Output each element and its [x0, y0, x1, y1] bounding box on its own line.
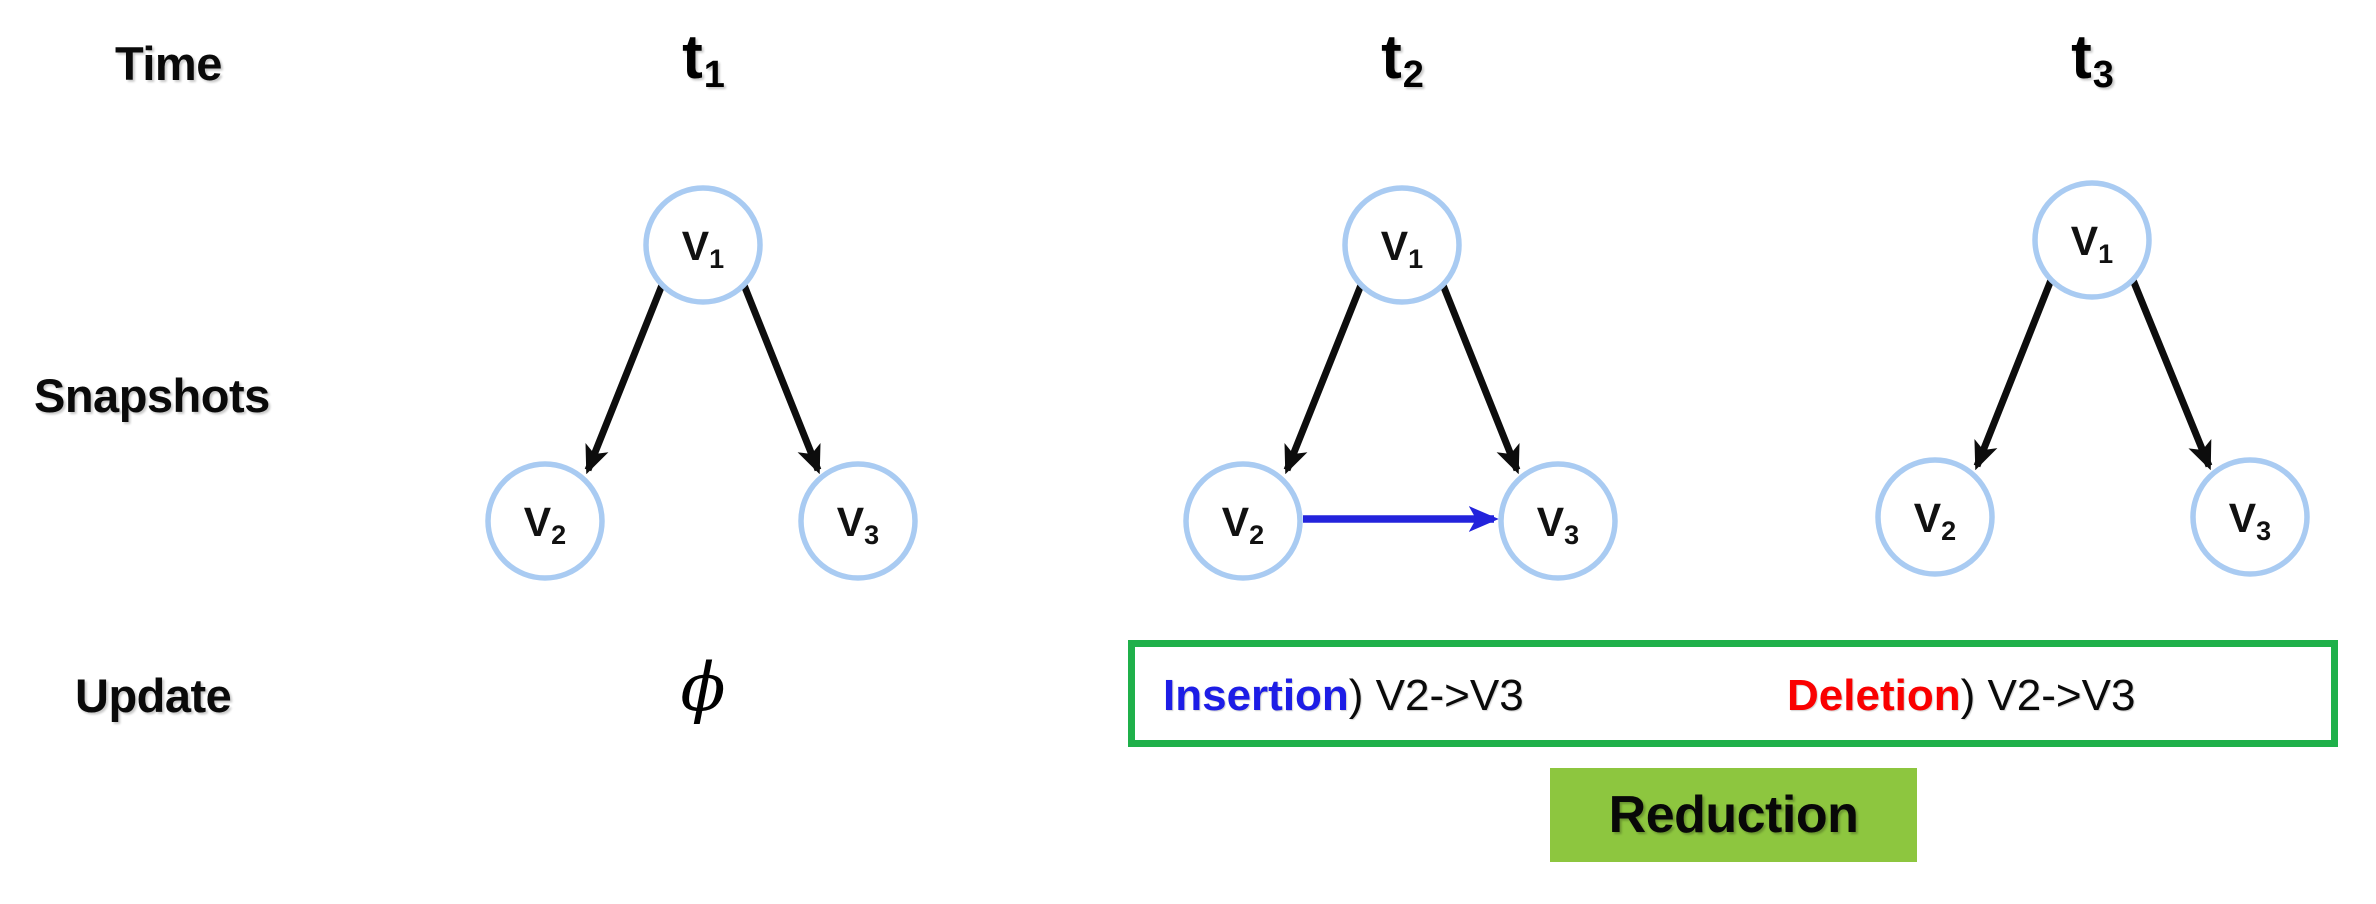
node-t3-v2-base: V [1914, 495, 1942, 541]
node-t1-v1-base: V [682, 223, 710, 269]
reduction-badge: Reduction [1550, 768, 1917, 862]
node-t3-v3-base: V [2229, 495, 2257, 541]
deletion-operation-label: Deletion [1787, 671, 1961, 720]
row-label-snapshots: Snapshots [34, 369, 270, 422]
snapshot-graph-t2: V1 V2 V3 [1183, 185, 1618, 581]
node-t2-v3[interactable]: V3 [1498, 461, 1618, 581]
node-t3-v3[interactable]: V3 [2190, 457, 2310, 577]
node-t1-v3-base: V [837, 499, 865, 545]
svg-text:V3: V3 [837, 499, 879, 550]
node-t2-v1-subscript: 1 [1408, 244, 1423, 274]
update-entry-insertion: Insertion) V2->V3 [1163, 671, 1524, 721]
edge-t1-v1-v3 [740, 283, 822, 475]
time-header-t1: t1 [682, 22, 725, 96]
empty-update-phi-symbol: ϕ [680, 649, 726, 726]
node-t1-v2-subscript: 2 [551, 520, 566, 550]
svg-text:V1: V1 [682, 223, 724, 274]
node-t3-v1[interactable]: V1 [2032, 180, 2152, 300]
time-header-t1-base: t [682, 23, 703, 92]
svg-text:V1: V1 [2071, 218, 2113, 269]
edge-t3-v1-v2 [1973, 278, 2055, 471]
edge-t3-v1-v3 [2129, 278, 2213, 471]
node-t1-v3[interactable]: V3 [798, 461, 918, 581]
time-header-t2-base: t [1381, 23, 1402, 92]
node-t1-v3-subscript: 3 [864, 520, 879, 550]
node-t2-v3-subscript: 3 [1564, 520, 1579, 550]
node-t2-v1-base: V [1381, 223, 1409, 269]
node-t2-v2-base: V [1222, 499, 1250, 545]
node-t3-v2[interactable]: V2 [1875, 457, 1995, 577]
node-t3-v3-subscript: 3 [2256, 516, 2271, 546]
time-header-t1-subscript: 1 [703, 54, 725, 96]
time-header-t3: t3 [2071, 22, 2114, 96]
snapshot-graph-t3: V1 V2 V3 [1875, 180, 2310, 577]
node-t2-v1[interactable]: V1 [1342, 185, 1462, 305]
row-label-update: Update [75, 669, 232, 722]
insertion-operation-label: Insertion [1163, 671, 1349, 720]
edge-t2-v1-v3 [1439, 283, 1521, 475]
svg-text:V1: V1 [1381, 223, 1423, 274]
edge-t2-v1-v2 [1283, 283, 1365, 475]
node-t1-v1-subscript: 1 [709, 244, 724, 274]
snapshot-graph-t1: V1 V2 V3 [485, 185, 918, 581]
svg-text:V3: V3 [1537, 499, 1579, 550]
node-t1-v2[interactable]: V2 [485, 461, 605, 581]
svg-text:V2: V2 [1222, 499, 1264, 550]
update-entry-deletion: Deletion) V2->V3 [1787, 671, 2135, 721]
node-t1-v1[interactable]: V1 [643, 185, 763, 305]
svg-text:V2: V2 [1914, 495, 1956, 546]
svg-text:V3: V3 [2229, 495, 2271, 546]
deletion-operation-detail: ) V2->V3 [1960, 671, 2136, 720]
node-t2-v2[interactable]: V2 [1183, 461, 1303, 581]
time-header-t2-subscript: 2 [1402, 54, 1424, 96]
node-t3-v1-base: V [2071, 218, 2099, 264]
node-t2-v2-subscript: 2 [1249, 520, 1264, 550]
node-t2-v3-base: V [1537, 499, 1565, 545]
update-operations-box: Insertion) V2->V3 Deletion) V2->V3 [1128, 640, 2338, 747]
row-label-time: Time [115, 37, 222, 90]
node-t3-v2-subscript: 2 [1941, 516, 1956, 546]
node-t1-v2-base: V [524, 499, 552, 545]
insertion-operation-detail: ) V2->V3 [1348, 671, 1524, 720]
time-header-t3-base: t [2071, 23, 2092, 92]
svg-text:V2: V2 [524, 499, 566, 550]
edge-t1-v1-v2 [584, 283, 666, 475]
time-header-t2: t2 [1381, 22, 1424, 96]
time-header-t3-subscript: 3 [2092, 54, 2114, 96]
node-t3-v1-subscript: 1 [2098, 239, 2113, 269]
